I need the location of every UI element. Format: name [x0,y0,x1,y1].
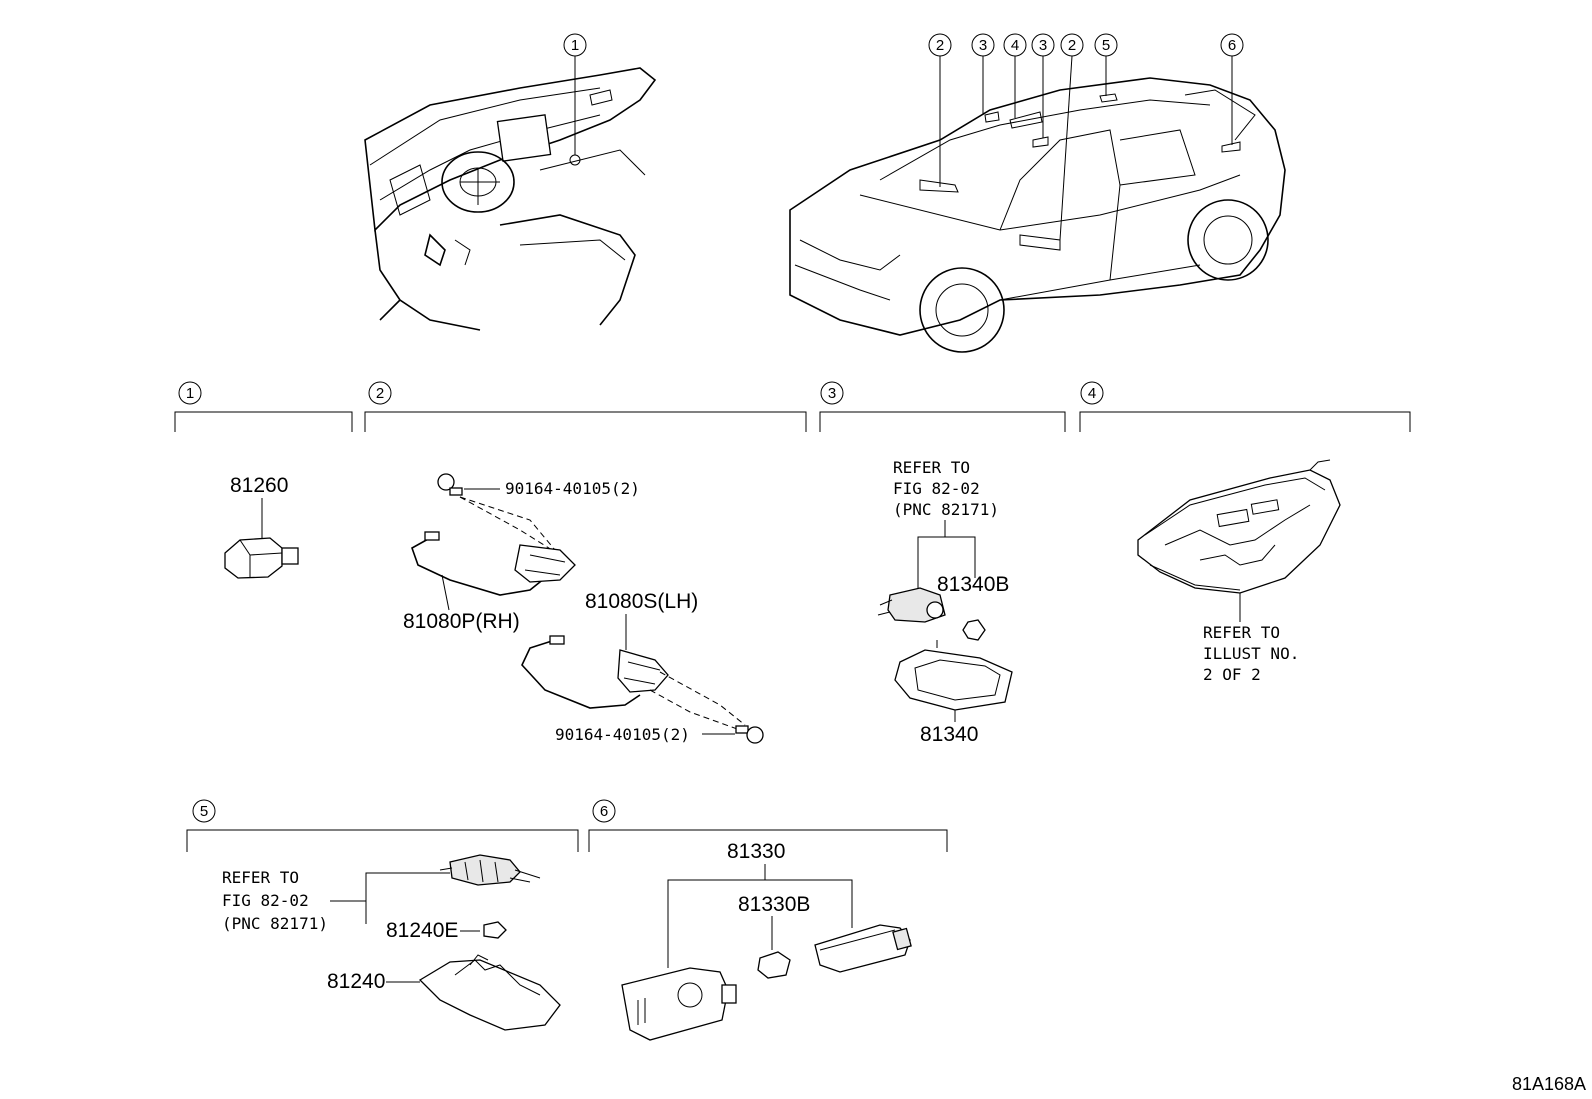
vehicle-illustration [789,55,1286,353]
section-4: REFER TO ILLUST NO. 2 OF 2 [1137,459,1341,684]
bulb-81240e-icon[interactable] [483,921,507,939]
part-number-81330[interactable]: 81330 [727,840,785,863]
part-number-81080s-lh[interactable]: 81080S(LH) [585,590,698,613]
bulb-81330b-icon[interactable] [757,951,791,979]
sensor-81080p-rh[interactable] [411,531,576,596]
callout-top-5-label: 5 [1102,37,1110,54]
callout-top-1-label: 1 [571,37,579,54]
socket-81240-icon[interactable] [439,854,541,886]
lamp-81340-icon[interactable] [894,649,1013,711]
section-2-header: 2 [364,381,807,432]
section-5: REFER TO FIG 82-02 (PNC 82171) 81240E 81… [222,854,561,1031]
sensor-81080s-lh[interactable] [521,635,669,709]
callout-top-3a-label: 3 [979,37,987,54]
refer-illust-line-1: REFER TO [1203,623,1280,642]
section-headers: 1 2 3 4 5 6 [174,381,1411,852]
refer-line-1: REFER TO [893,458,970,477]
overhead-console-icon[interactable] [1137,459,1341,594]
section-1: 81260 [224,474,299,579]
refer-illust-line-2: ILLUST NO. [1203,644,1299,663]
dashboard-illustration [364,56,657,331]
part-number-81340b[interactable]: 81340B [937,573,1009,596]
callout-top-6[interactable]: 6 [1220,33,1244,57]
callout-top-2b[interactable]: 2 [1060,33,1084,57]
section-1-header: 1 [174,381,353,432]
refer5-line-3: (PNC 82171) [222,914,328,933]
section-2: 90164-40105(2) 81080P(RH) 81080S(LH) 901… [403,473,764,744]
refer-line-3: (PNC 82171) [893,500,999,519]
lamp-81240-icon[interactable] [418,954,561,1031]
section-6-header: 6 [588,799,948,852]
callout-top-3b[interactable]: 3 [1031,33,1055,57]
section-3-number: 3 [828,385,836,402]
section-6-number: 6 [600,803,608,820]
part-number-81080p-rh[interactable]: 81080P(RH) [403,610,520,633]
part-81260-sensor[interactable] [224,537,299,579]
part-number-81240e[interactable]: 81240E [386,919,458,942]
screw-bottom-icon[interactable] [735,725,764,744]
section-1-number: 1 [186,385,194,402]
callout-top-2a-label: 2 [936,37,944,54]
callout-top-5[interactable]: 5 [1094,33,1118,57]
callout-top-2b-label: 2 [1068,37,1076,54]
part-number-81260[interactable]: 81260 [230,474,288,497]
refer-line-2: FIG 82-02 [893,479,980,498]
callout-top-4[interactable]: 4 [1003,33,1027,57]
section-2-number: 2 [376,385,384,402]
refer5-line-1: REFER TO [222,868,299,887]
callout-top-6-label: 6 [1228,37,1236,54]
refer-illust-line-3: 2 OF 2 [1203,665,1261,684]
section-5-number: 5 [200,803,208,820]
part-number-81340[interactable]: 81340 [920,723,978,746]
section-5-header: 5 [186,799,579,852]
callout-top-2a[interactable]: 2 [928,33,952,57]
refer5-line-2: FIG 82-02 [222,891,309,910]
section-3-header: 3 [819,381,1066,432]
top-callouts: 1 2 3 4 3 2 5 6 [563,33,1244,57]
part-number-81240[interactable]: 81240 [327,970,385,993]
bulb-81340b-icon[interactable] [962,619,986,641]
screw-top-icon[interactable] [437,473,463,496]
callout-top-3b-label: 3 [1039,37,1047,54]
section-4-header: 4 [1079,381,1411,432]
socket-81340-icon[interactable] [877,587,946,623]
screw-bottom-label[interactable]: 90164-40105(2) [555,725,690,744]
part-number-81330b[interactable]: 81330B [738,893,810,916]
lamp-81330-lens-icon[interactable] [814,924,912,973]
callout-top-1[interactable]: 1 [563,33,587,57]
section-3: REFER TO FIG 82-02 (PNC 82171) 81340B 81… [877,458,1013,746]
lamp-81330-housing-icon[interactable] [621,967,737,1041]
figure-code: 81A168A [1512,1074,1586,1094]
screw-top-label[interactable]: 90164-40105(2) [505,479,640,498]
callout-top-4-label: 4 [1011,37,1019,54]
section-4-number: 4 [1088,385,1096,402]
callout-top-3a[interactable]: 3 [971,33,995,57]
section-6: 81330 81330B [621,840,912,1041]
